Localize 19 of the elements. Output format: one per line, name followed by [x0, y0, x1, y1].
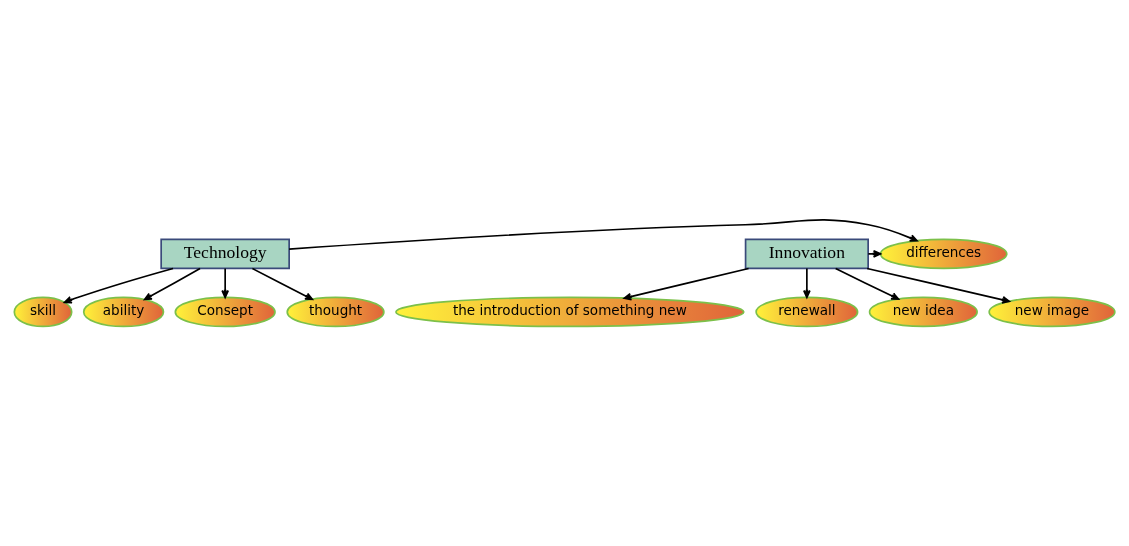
arrow — [867, 250, 882, 258]
arrow — [288, 219, 918, 250]
arrow — [143, 267, 201, 301]
node-ellipse: Consept — [174, 296, 276, 328]
arrow — [221, 267, 230, 299]
arrow — [63, 267, 174, 304]
node-ellipse: renewall — [755, 296, 859, 328]
node-ellipse: differences — [879, 238, 1008, 270]
arrow — [251, 267, 314, 301]
arrow — [834, 267, 900, 300]
node-ellipse: the introduction of something new — [395, 296, 745, 328]
arrow — [866, 267, 1011, 304]
arrow — [802, 267, 811, 299]
arrow — [623, 267, 750, 301]
node-box: Innovation — [744, 238, 869, 270]
node-box: Technology — [160, 238, 290, 270]
node-ellipse: ability — [82, 296, 165, 328]
node-ellipse: thought — [286, 296, 385, 328]
node-ellipse: new idea — [868, 296, 978, 328]
